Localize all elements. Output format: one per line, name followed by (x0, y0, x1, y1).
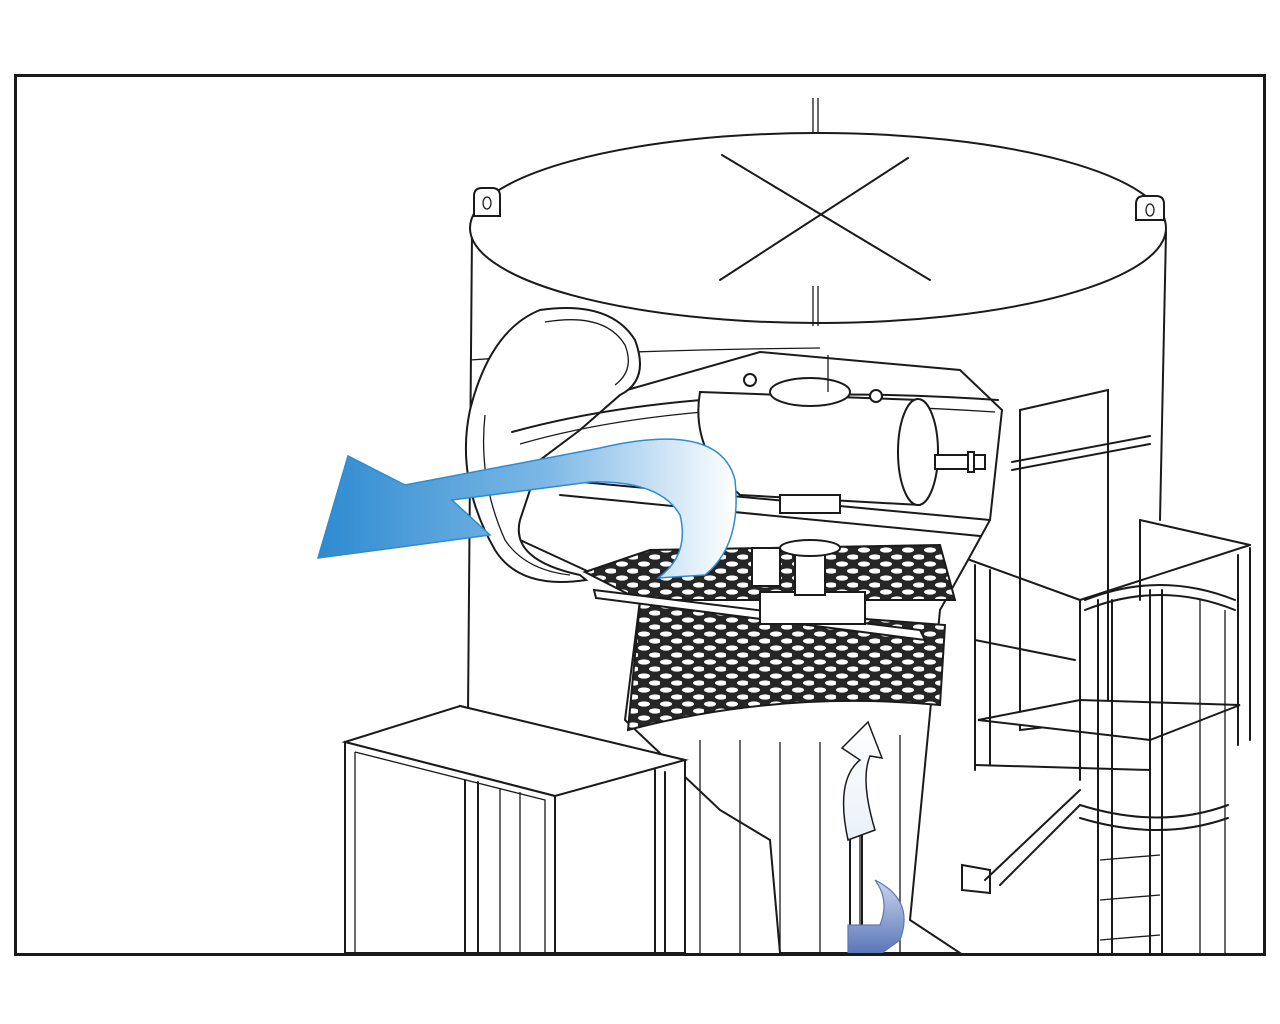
flow-out-arrow (316, 438, 737, 579)
caged-ladder (1079, 584, 1236, 953)
lifting-lug-right (1135, 195, 1165, 221)
perforated-distribution-plate (582, 539, 957, 732)
top-lid (469, 98, 1167, 326)
flow-in-arrow (847, 879, 905, 953)
lid-cross-brace (719, 154, 931, 281)
lifting-lug-left (473, 187, 501, 217)
side-duct-box (341, 704, 689, 953)
horizontal-drum (697, 355, 986, 514)
access-manway-door (464, 307, 641, 583)
service-platform (961, 388, 1251, 895)
flow-up-arrow (840, 720, 884, 842)
